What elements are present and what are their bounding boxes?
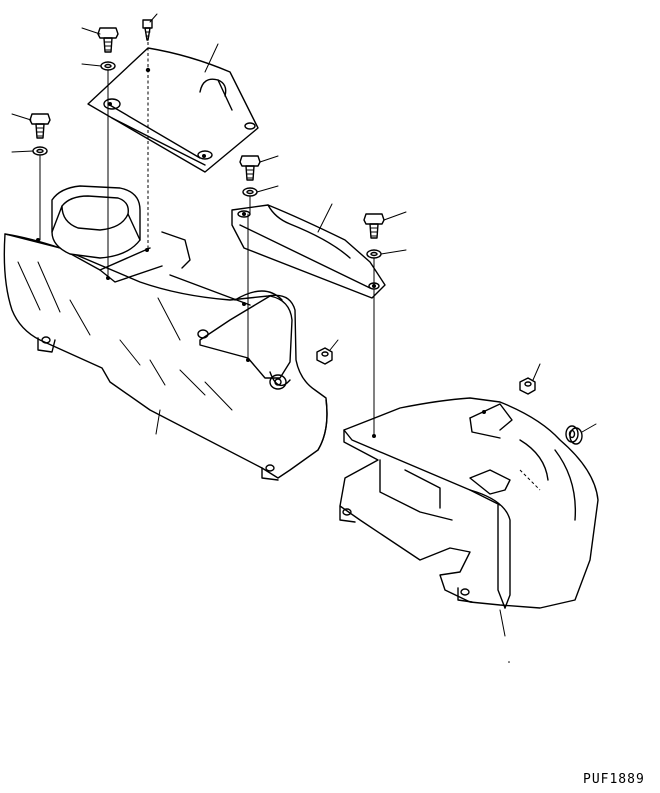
- washer-d: [366, 249, 407, 259]
- drawing-code-label: PUF1889: [583, 772, 645, 787]
- upper-cover-plate: [87, 47, 259, 173]
- grommet: [565, 423, 597, 445]
- middle-cover-plate: [231, 204, 386, 299]
- washer-a: [81, 61, 116, 71]
- washer-c: [242, 185, 279, 197]
- bolt-c: [239, 155, 279, 181]
- bolt-b: [11, 113, 51, 139]
- nut-middle: [316, 339, 339, 365]
- nut-right: [519, 363, 541, 395]
- bolt-top-screw: [142, 13, 158, 41]
- left-air-duct: [3, 185, 328, 481]
- right-air-duct: [339, 397, 599, 609]
- assembly-lines: [39, 42, 375, 437]
- washer-b: [11, 146, 48, 156]
- bolt-a: [81, 27, 119, 53]
- bolt-d: [363, 211, 407, 239]
- leader-lines: [155, 43, 510, 663]
